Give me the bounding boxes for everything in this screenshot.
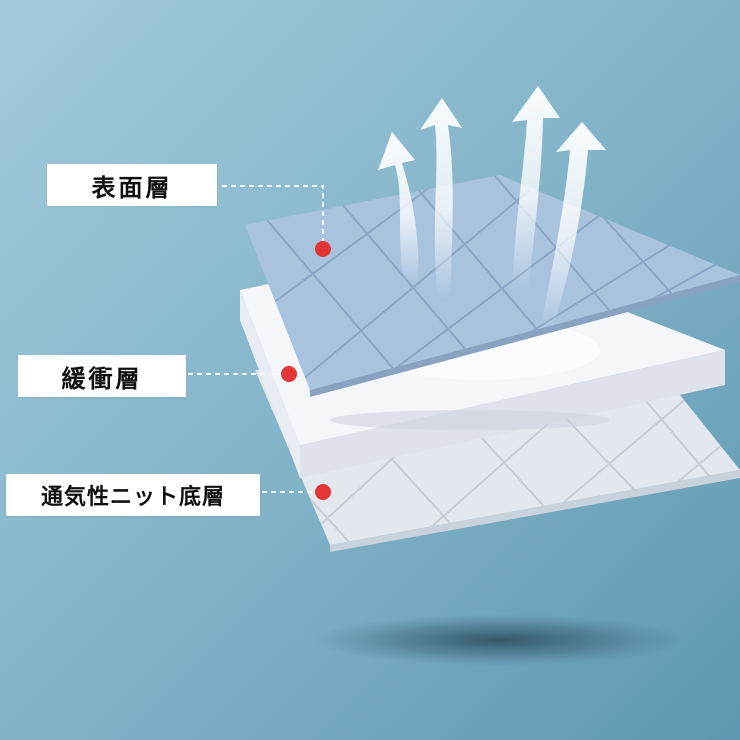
label-middle-layer: 緩衝層: [18, 355, 186, 397]
airflow-arrow-icon: [420, 98, 462, 300]
label-bottom-layer: 通気性ニット底層: [6, 474, 260, 516]
label-top-layer: 表面層: [47, 164, 217, 206]
marker-bot: [315, 484, 331, 500]
marker-mid: [281, 366, 297, 382]
airflow-arrow-icon: [378, 132, 419, 285]
marker-top: [315, 241, 331, 257]
connector-top: [222, 185, 324, 245]
airflow-arrows: [378, 86, 606, 330]
airflow-arrow-icon: [540, 122, 606, 330]
label-bottom-layer-text: 通気性ニット底層: [40, 485, 225, 510]
label-top-layer-text: 表面層: [91, 173, 173, 202]
connectors: [188, 185, 324, 493]
label-middle-layer-text: 緩衝層: [61, 364, 143, 393]
airflow-arrow-icon: [512, 86, 560, 290]
floor-shadow: [315, 614, 685, 666]
